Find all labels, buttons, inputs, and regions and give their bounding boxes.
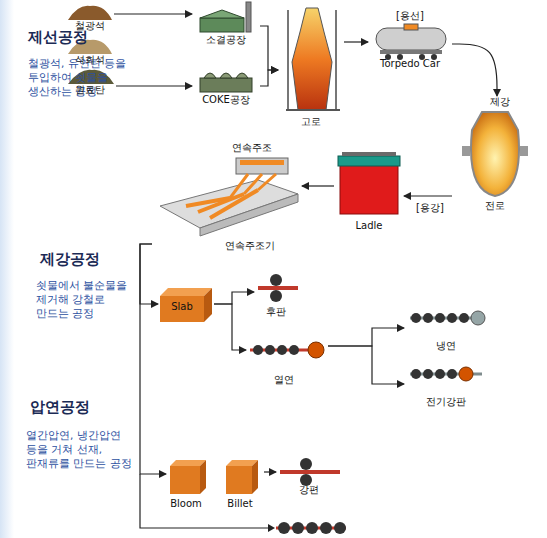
continuous-caster-icon [160, 158, 298, 236]
flow-arrow [260, 26, 278, 70]
flow-arrow [116, 85, 192, 86]
flow-arrow [328, 346, 404, 384]
flow-arrow [114, 13, 192, 14]
node-label: 제강 [490, 96, 510, 108]
node-label: 전로 [485, 200, 505, 212]
node-label: Slab [171, 301, 193, 313]
torpedo-car-node: [용선] Torpedo Car [368, 8, 452, 80]
caster-node: 연속주조연속주조기 [152, 142, 302, 254]
slab-node: Slab [158, 286, 214, 324]
flow-arrow [452, 44, 497, 96]
flow-arrow [404, 195, 452, 196]
node-label: 석회석 [75, 54, 105, 66]
node-label: 고로 [301, 116, 321, 128]
billet-mill-icon [280, 458, 340, 486]
node-label: 연속주조 [232, 142, 272, 154]
node-label: 연속주조기 [225, 240, 275, 252]
flow-arrow [140, 244, 158, 304]
branch-line [140, 474, 268, 528]
node-label: 후판 [266, 306, 286, 318]
plant-node: COKE공장 [192, 66, 260, 106]
bloom-icon [170, 460, 206, 494]
section-description: 열간압연, 냉간압연 등을 거쳐 선재, 판재류를 만드는 공정 [26, 428, 138, 470]
section-heading: 제강공정 [40, 250, 100, 268]
node-label: [용강] [416, 202, 444, 214]
plate-mill-icon [258, 274, 298, 302]
billet-icon [226, 460, 258, 494]
furnace-node: 고로 [278, 2, 344, 130]
torpedo-car-icon [376, 24, 446, 60]
node-label: 강편 [299, 484, 319, 496]
flow-arrow [214, 304, 246, 350]
product-node: 전기강판 [404, 360, 488, 408]
flow-arrow [264, 471, 276, 472]
node-label: [용선] [396, 10, 424, 22]
raw-material: 원료탄 [64, 66, 116, 98]
node-label: 전기강판 [426, 396, 466, 408]
node-label: 소결공장 [206, 34, 246, 46]
background-band [0, 0, 14, 538]
node-label: COKE공장 [202, 94, 250, 106]
section-description: 쇳물에서 불순물을 제거해 강철로 만드는 공정 [36, 278, 136, 320]
converter-icon [462, 112, 528, 196]
hot-strip-mill-icon [250, 342, 324, 358]
ladle-icon [338, 152, 400, 214]
electrical-steel-icon [410, 367, 482, 381]
billet-node: Billet [220, 452, 264, 512]
sinter-plant-icon [200, 2, 251, 32]
flow-arrow [302, 185, 334, 186]
wire-rod-icon [276, 522, 346, 534]
flow-arrow [214, 292, 254, 304]
blast-furnace-icon [286, 8, 340, 110]
slab-icon [160, 288, 212, 322]
mill-node: 열연 [246, 332, 328, 388]
product-node: 냉연 [404, 304, 488, 352]
raw-material: 석회석 [66, 36, 114, 66]
flow-arrow [140, 244, 166, 474]
bloom-node: Bloom [166, 452, 212, 512]
raw-material: 철광석 [66, 2, 114, 32]
node-label: Ladle [356, 220, 383, 232]
plant-node: 소결공장 [192, 6, 260, 46]
flow-arrow [344, 41, 368, 42]
node-label: Bloom [170, 498, 202, 510]
arrow-head [268, 524, 275, 532]
node-label: 열연 [274, 374, 294, 386]
node-label: 철광석 [75, 20, 105, 32]
converter-node: 제강전로 [452, 96, 538, 216]
flow-arrow [328, 328, 404, 346]
flow-arrow [260, 70, 278, 86]
node-label: Billet [227, 498, 252, 510]
mill-node: 후판 [254, 272, 298, 320]
node-label: Torpedo Car [380, 58, 440, 70]
section-heading: 압연공정 [30, 398, 90, 416]
mill-node: 강편 [276, 452, 342, 498]
node-label: 냉연 [436, 340, 456, 352]
iron-ore-pile [68, 6, 112, 20]
node-label: 원료탄 [75, 84, 105, 96]
ladle-node: [용강]Ladle [334, 140, 404, 235]
cold-rolling-icon [410, 311, 485, 325]
coke-plant-icon [200, 73, 252, 92]
